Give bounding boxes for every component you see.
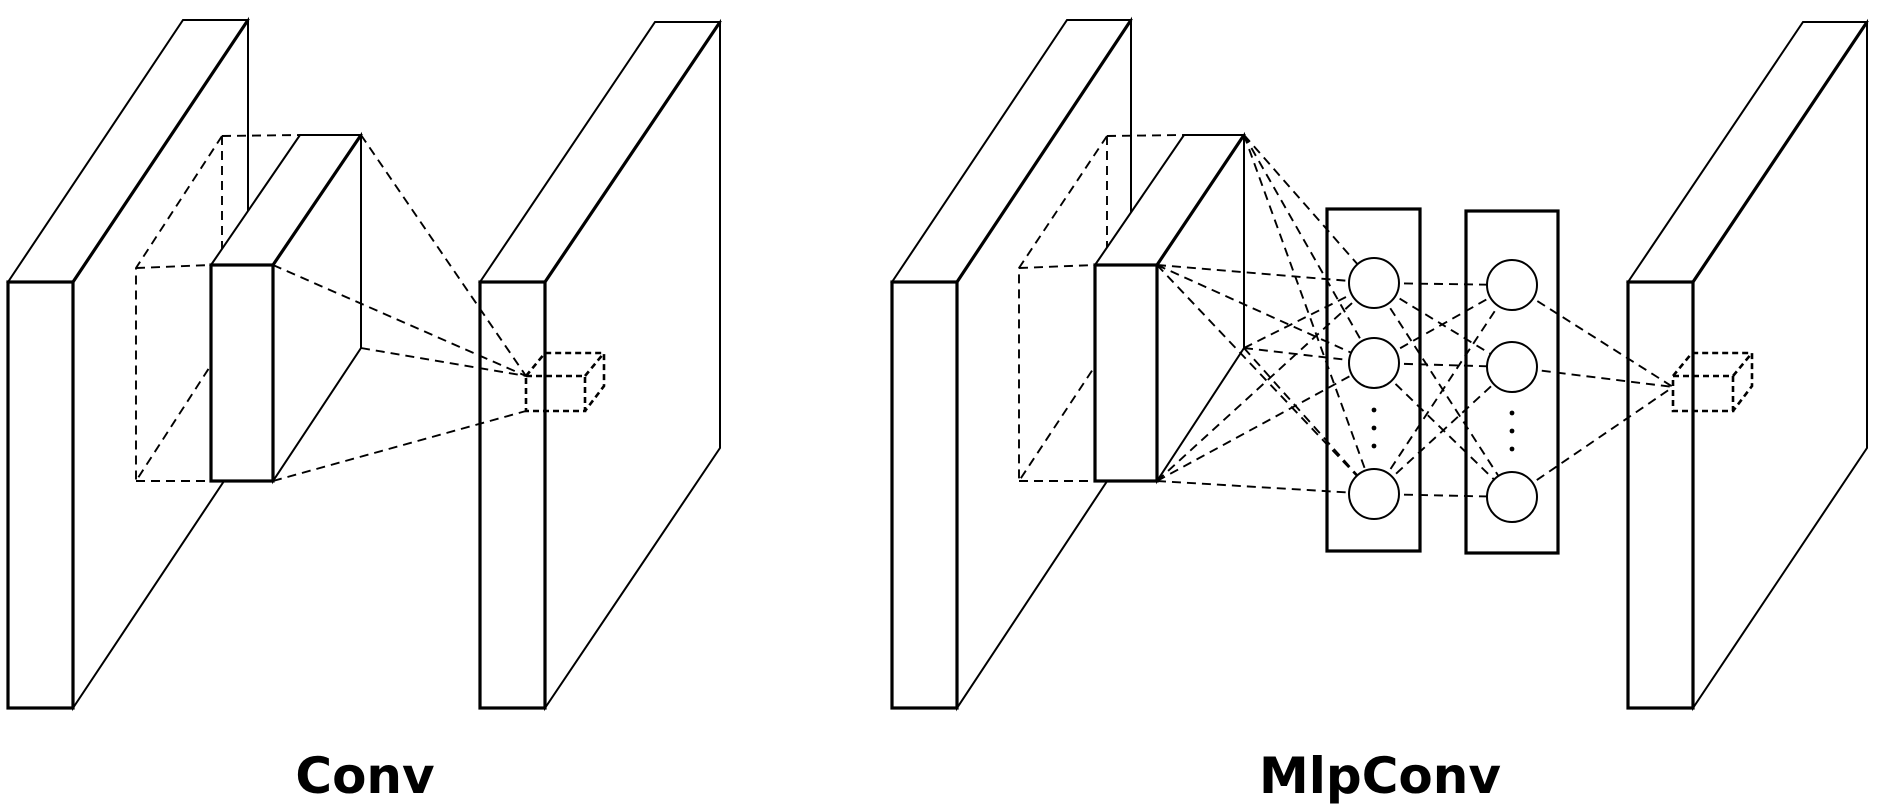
neuron (1348, 468, 1400, 520)
ellipsis-dot (1509, 410, 1515, 416)
ellipsis-dot (1509, 446, 1515, 452)
neuron (1348, 257, 1400, 309)
ellipsis-dot (1509, 428, 1515, 434)
mlpconv-local-patch (1093, 131, 1246, 485)
mlp-layer2-to-output-connections (1511, 284, 1674, 498)
conv-caption: Conv (295, 747, 434, 805)
mlpconv-diagram: MlpConv (890, 16, 1869, 805)
mlpconv-output-unit (1671, 351, 1754, 413)
ellipsis-dot (1371, 407, 1377, 413)
mlp-layer-1-neurons (1348, 257, 1400, 520)
conv-input-feature-map (6, 16, 250, 712)
conv-projection-lines (272, 134, 527, 482)
conv-local-patch (209, 131, 363, 485)
mlpconv-output-feature-map (1626, 18, 1869, 712)
conv-output-feature-map (478, 18, 722, 712)
neuron (1486, 341, 1538, 393)
ellipsis-dot (1371, 443, 1377, 449)
mlpconv-receptive-field (1018, 134, 1185, 485)
neuron (1486, 471, 1538, 523)
mlpconv-input-feature-map (890, 16, 1133, 712)
neuron (1348, 337, 1400, 389)
conv-receptive-field (135, 134, 301, 485)
conv-output-unit (524, 351, 606, 413)
mlpconv-caption: MlpConv (1259, 747, 1501, 805)
neuron (1486, 259, 1538, 311)
ellipsis-dot (1371, 425, 1377, 431)
mlp-layer-2-neurons (1486, 259, 1538, 523)
conv-diagram: Conv (6, 16, 722, 805)
